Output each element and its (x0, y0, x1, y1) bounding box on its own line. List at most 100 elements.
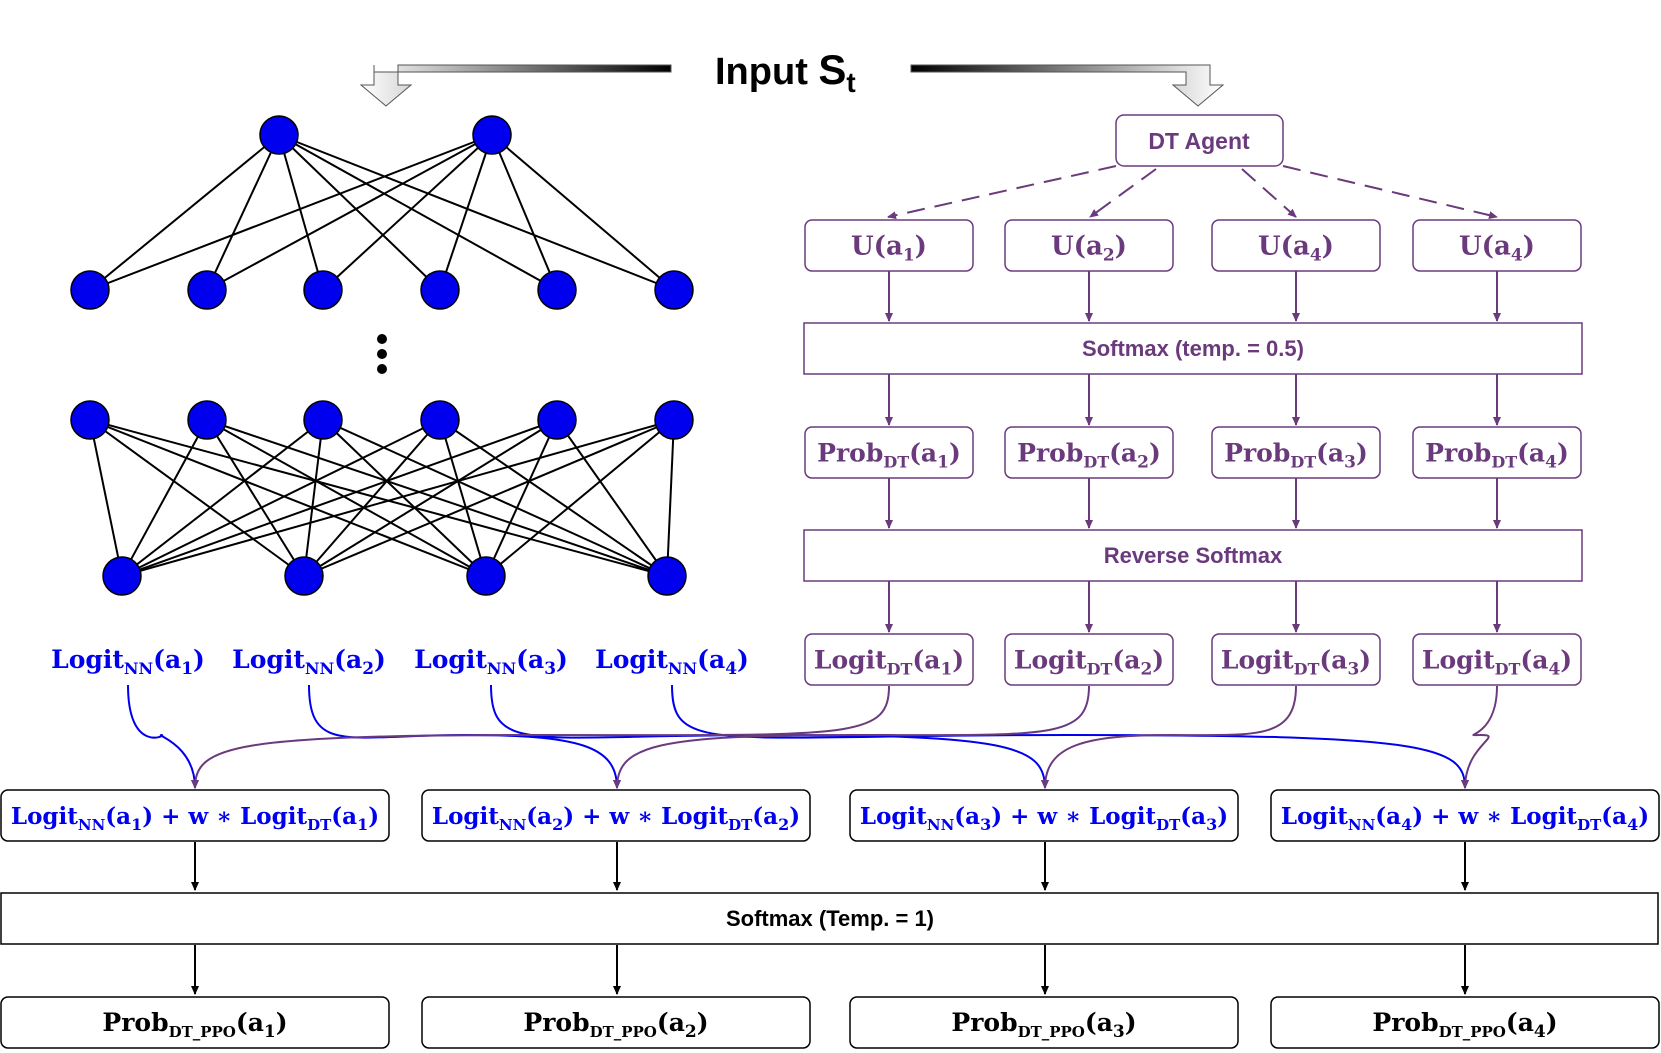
dt-prob-boxes: ProbDT(a1) ProbDT(a2) ProbDT(a3) ProbDT(a4) (804, 426, 1582, 479)
reverse-softmax-node: Reverse Softmax (803, 529, 1583, 582)
nn-node (284, 556, 324, 596)
input-title-symbol: S (818, 46, 846, 93)
dt-merge-curve (1461, 685, 1498, 789)
utility-boxes: U(a1) U(a2) U(a4) U(a4) (804, 219, 1582, 272)
dt-logit-box-label: LogitDT(a3) (1221, 646, 1371, 680)
dt-prob-box: ProbDT(a3) (1211, 426, 1381, 479)
final-prob-label: ProbDT_PPO(a1) (102, 1008, 287, 1042)
dt-merge-curve (1041, 685, 1297, 789)
combined-logit-box: LogitNN(a3) + w ∗ LogitDT(a3) (849, 789, 1239, 842)
nn-edge (121, 419, 558, 577)
input-title-subscript: t (846, 67, 855, 98)
nn-edges (89, 134, 675, 577)
combined-logit-label: LogitNN(a2) + w ∗ LogitDT(a2) (432, 803, 800, 834)
nn-node (420, 400, 460, 440)
nn-edge (206, 134, 493, 291)
utility-box: U(a2) (1004, 219, 1174, 272)
final-softmax-node: Softmax (Temp. = 1) (0, 892, 1659, 945)
final-prob-box: ProbDT_PPO(a4) (1270, 996, 1660, 1049)
nn-node (654, 270, 694, 310)
bottom-arrows (191, 842, 1469, 995)
nn-edge (89, 134, 280, 291)
nn-edge (278, 134, 558, 291)
final-prob-label: ProbDT_PPO(a3) (951, 1008, 1136, 1042)
nn-node (303, 400, 343, 440)
nn-edge (89, 419, 123, 577)
nn-edge (485, 419, 675, 577)
dt-agent-node: DT Agent (1115, 114, 1284, 167)
nn-edge (206, 419, 305, 577)
nn-edge (206, 419, 487, 577)
nn-node (70, 270, 110, 310)
nn-edge (303, 419, 558, 577)
dt-logit-box: LogitDT(a2) (1004, 633, 1174, 686)
final-prob-box: ProbDT_PPO(a1) (0, 996, 390, 1049)
dt-logit-box: LogitDT(a1) (804, 633, 974, 686)
dt-softmax-node: Softmax (temp. = 0.5) (803, 322, 1583, 375)
nn-nodes (70, 115, 694, 596)
nn-edge (278, 134, 441, 291)
nn-edge (206, 419, 668, 577)
combined-logit-box: LogitNN(a1) + w ∗ LogitDT(a1) (0, 789, 390, 842)
final-prob-label: ProbDT_PPO(a2) (523, 1008, 708, 1042)
utility-box: U(a4) (1211, 219, 1381, 272)
nn-node (472, 115, 512, 155)
combined-logit-label: LogitNN(a4) + w ∗ LogitDT(a4) (1281, 803, 1649, 834)
nn-merge-curve (671, 684, 1469, 789)
ellipsis-icon (377, 334, 387, 374)
nn-edge (322, 134, 493, 291)
nn-edge (303, 419, 441, 577)
nn-logit-label: LogitNN(a2) (232, 645, 386, 679)
nn-edge (303, 419, 675, 577)
nn-node (466, 556, 506, 596)
dt-prob-box: ProbDT(a4) (1412, 426, 1582, 479)
reverse-softmax-label: Reverse Softmax (1104, 543, 1283, 568)
final-prob-box: ProbDT_PPO(a2) (421, 996, 811, 1049)
input-left-arrow (359, 64, 672, 107)
nn-edge (89, 419, 305, 577)
input-right-arrow (910, 64, 1225, 107)
nn-edge (556, 419, 668, 577)
combined-logit-box: LogitNN(a2) + w ∗ LogitDT(a2) (421, 789, 811, 842)
nn-edge (485, 419, 558, 577)
dt-merge-curve (613, 685, 1090, 789)
nn-edge (206, 134, 280, 291)
nn-edge (322, 419, 487, 577)
dt-softmax-label: Softmax (temp. = 0.5) (1082, 336, 1304, 361)
nn-node (654, 400, 694, 440)
nn-logit-labels: LogitNN(a1)LogitNN(a2)LogitNN(a3)LogitNN… (51, 645, 749, 679)
nn-node (537, 400, 577, 440)
nn-edge (666, 419, 675, 577)
nn-edge (303, 419, 324, 577)
nn-node (187, 270, 227, 310)
dt-prob-box-label: ProbDT(a4) (1425, 439, 1569, 473)
input-title-group: Input St (359, 46, 1225, 107)
dt-logit-box-label: LogitDT(a2) (1014, 646, 1164, 680)
nn-edge (491, 134, 558, 291)
nn-merge-curve (127, 684, 199, 789)
dt-prob-box: ProbDT(a2) (1004, 426, 1174, 479)
utility-box: U(a1) (804, 219, 974, 272)
nn-edge (322, 419, 668, 577)
nn-node (537, 270, 577, 310)
utility-box-label: U(a2) (1051, 232, 1127, 266)
utility-box: U(a4) (1412, 219, 1582, 272)
dt-merge-curve (191, 685, 890, 789)
dt-logit-box: LogitDT(a3) (1211, 633, 1381, 686)
nn-edge (278, 134, 675, 291)
nn-node (102, 556, 142, 596)
nn-edge (89, 419, 668, 577)
combined-logit-label: LogitNN(a1) + w ∗ LogitDT(a1) (11, 803, 379, 834)
nn-node (187, 400, 227, 440)
final-softmax-label: Softmax (Temp. = 1) (726, 906, 934, 931)
dt-prob-box-label: ProbDT(a1) (817, 439, 961, 473)
dt-agent-label: DT Agent (1148, 128, 1250, 154)
nn-node (70, 400, 110, 440)
nn-edge (439, 134, 493, 291)
nn-logit-label: LogitNN(a3) (414, 645, 568, 679)
dt-agent-dashed-arrows (887, 165, 1498, 220)
dt-logit-box-label: LogitDT(a1) (814, 646, 964, 680)
dt-prob-box-label: ProbDT(a2) (1017, 439, 1161, 473)
nn-edge (439, 419, 487, 577)
